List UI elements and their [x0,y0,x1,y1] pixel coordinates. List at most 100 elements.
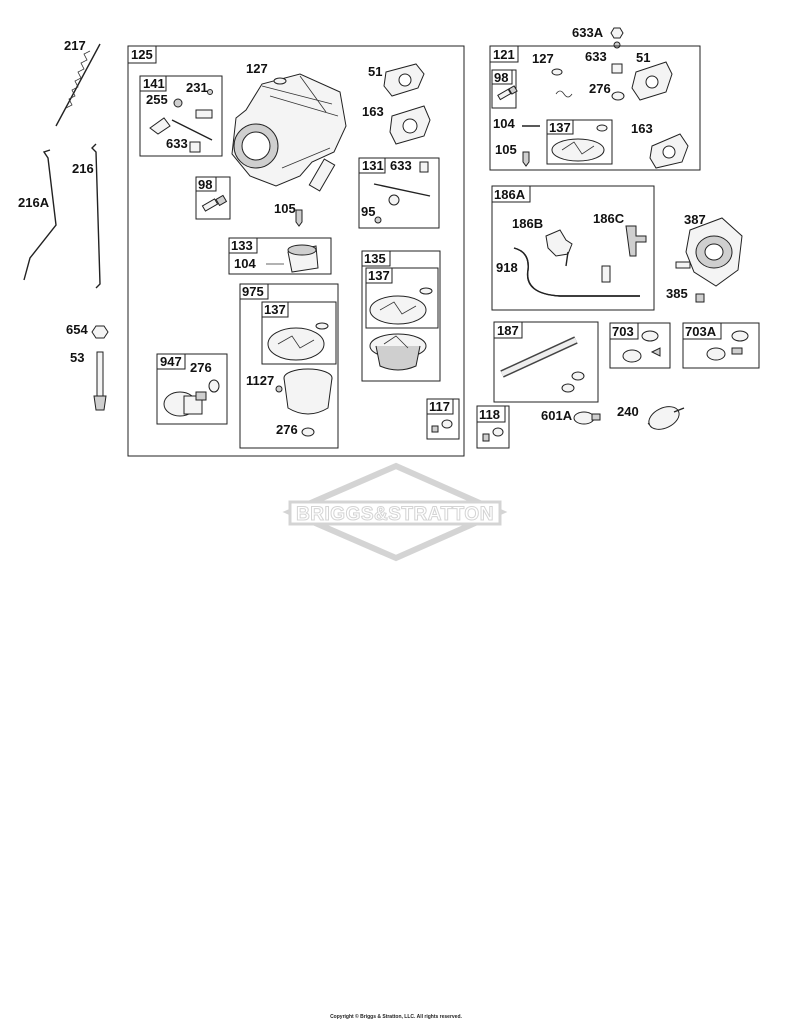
box-label-141: 141 [143,76,165,91]
kit-947-frame [156,353,228,425]
part-105b-jet[interactable]: 105 [495,142,530,167]
label-217: 217 [64,38,86,53]
kit-187-frame [493,321,599,403]
part-118-screw[interactable] [482,427,504,442]
part-53-stud[interactable]: 53 [70,350,107,411]
part-98-needle[interactable] [201,194,228,212]
box-label-703a: 703A [685,324,717,339]
part-654-nut[interactable]: 654 [66,322,109,339]
box-label-186a: 186A [494,187,526,202]
part-385-screw[interactable]: 385 [666,286,705,303]
label-127a: 127 [246,61,268,76]
box-label-98a: 98 [198,177,212,192]
label-240: 240 [617,404,639,419]
copyright-footer: Copyright © Briggs & Stratton, LLC. All … [330,1014,462,1020]
part-187-hose-clamps[interactable] [500,336,585,393]
part-127-plug[interactable]: 127 [246,61,287,85]
part-117-screw[interactable] [431,419,453,433]
kit-141-frame [139,75,223,157]
label-633a: 633 [166,136,188,151]
box-label-98b: 98 [494,70,508,85]
part-975-bowl[interactable]: 1127 276 [246,368,333,437]
label-216: 216 [72,161,94,176]
kit-137b-frame [365,267,439,329]
part-703-clamps[interactable] [622,330,661,363]
kit-137c-frame [546,119,613,165]
label-186b: 186B [512,216,543,231]
part-121-small-parts[interactable]: 127 633 276 [532,49,625,101]
kit-131-frame [358,157,440,229]
kit-125-frame [127,45,465,457]
label-104b: 104 [493,116,515,131]
label-53: 53 [70,350,84,365]
box-label-118: 118 [479,407,500,422]
part-186-fittings-hose[interactable]: 186B 186C 918 [496,211,647,297]
label-633b: 633 [390,158,412,173]
box-label-131: 131 [362,158,384,173]
logo-text: BRIGGS&STRATTON [296,504,494,525]
part-633a-nut[interactable]: 633A [572,25,624,49]
part-51-gasket[interactable]: 51 [368,63,425,97]
box-label-133: 133 [231,238,253,253]
box-label-137c: 137 [549,120,571,135]
part-240-fuel-filter[interactable]: 240 [617,402,685,434]
box-label-947: 947 [160,354,182,369]
part-163b-gasket[interactable]: 163 [631,121,689,169]
part-105-jet[interactable]: 105 [274,201,303,227]
part-131-shaft[interactable]: 633 95 [361,158,431,224]
label-385: 385 [666,286,688,301]
part-135-bowl-assembly[interactable] [369,333,427,371]
label-104a: 104 [234,256,256,271]
kit-133-frame [228,237,332,275]
part-703a-clamps[interactable] [706,330,749,361]
part-141-shaft[interactable]: 231 255 633 [146,80,213,153]
part-163-gasket[interactable]: 163 [362,104,431,145]
label-163a: 163 [362,104,384,119]
label-51b: 51 [636,50,650,65]
box-label-135: 135 [364,251,386,266]
label-276a: 276 [276,422,298,437]
box-label-121: 121 [493,47,515,62]
label-633top: 633A [572,25,604,40]
part-137c-gasket[interactable] [551,124,608,162]
part-51b-gasket[interactable]: 51 [631,50,673,101]
part-217-spring-link[interactable]: 217 [55,38,101,127]
kit-137a-frame [261,301,337,365]
part-601a-clamp[interactable]: 601A [541,408,601,425]
part-104b-pin[interactable]: 104 [493,116,540,131]
label-276c: 276 [589,81,611,96]
part-98b-needle[interactable] [497,85,518,101]
label-255: 255 [146,92,168,107]
part-137b-gasket[interactable] [369,287,433,325]
label-105a: 105 [274,201,296,216]
label-231: 231 [186,80,208,95]
label-127b: 127 [532,51,554,66]
kit-135-frame [361,250,441,382]
label-105b: 105 [495,142,517,157]
label-654: 654 [66,322,88,337]
part-133-float[interactable]: 104 [234,244,319,273]
kit-703-frame [609,322,671,369]
label-276b: 276 [190,360,212,375]
part-137a-gasket[interactable] [267,322,329,361]
briggs-stratton-logo: BRIGGS&STRATTON [282,462,508,562]
part-216-rod[interactable]: 216 [72,143,101,289]
kit-186a-frame [491,185,655,311]
box-label-137b: 137 [368,268,390,283]
part-387-fuel-pump[interactable]: 387 [675,212,743,287]
label-387: 387 [684,212,706,227]
label-918: 918 [496,260,518,275]
part-216a-rod[interactable]: 216A [18,149,57,281]
label-601a: 601A [541,408,573,423]
box-label-975: 975 [242,284,264,299]
box-label-125: 125 [131,47,153,62]
part-carburetor-body[interactable] [231,73,347,192]
box-label-187: 187 [497,323,519,338]
label-1127: 1127 [246,373,274,388]
label-163b: 163 [631,121,653,136]
label-186c: 186C [593,211,625,226]
label-95: 95 [361,204,375,219]
part-947-solenoid[interactable]: 276 [163,360,220,417]
box-label-117: 117 [429,399,450,414]
